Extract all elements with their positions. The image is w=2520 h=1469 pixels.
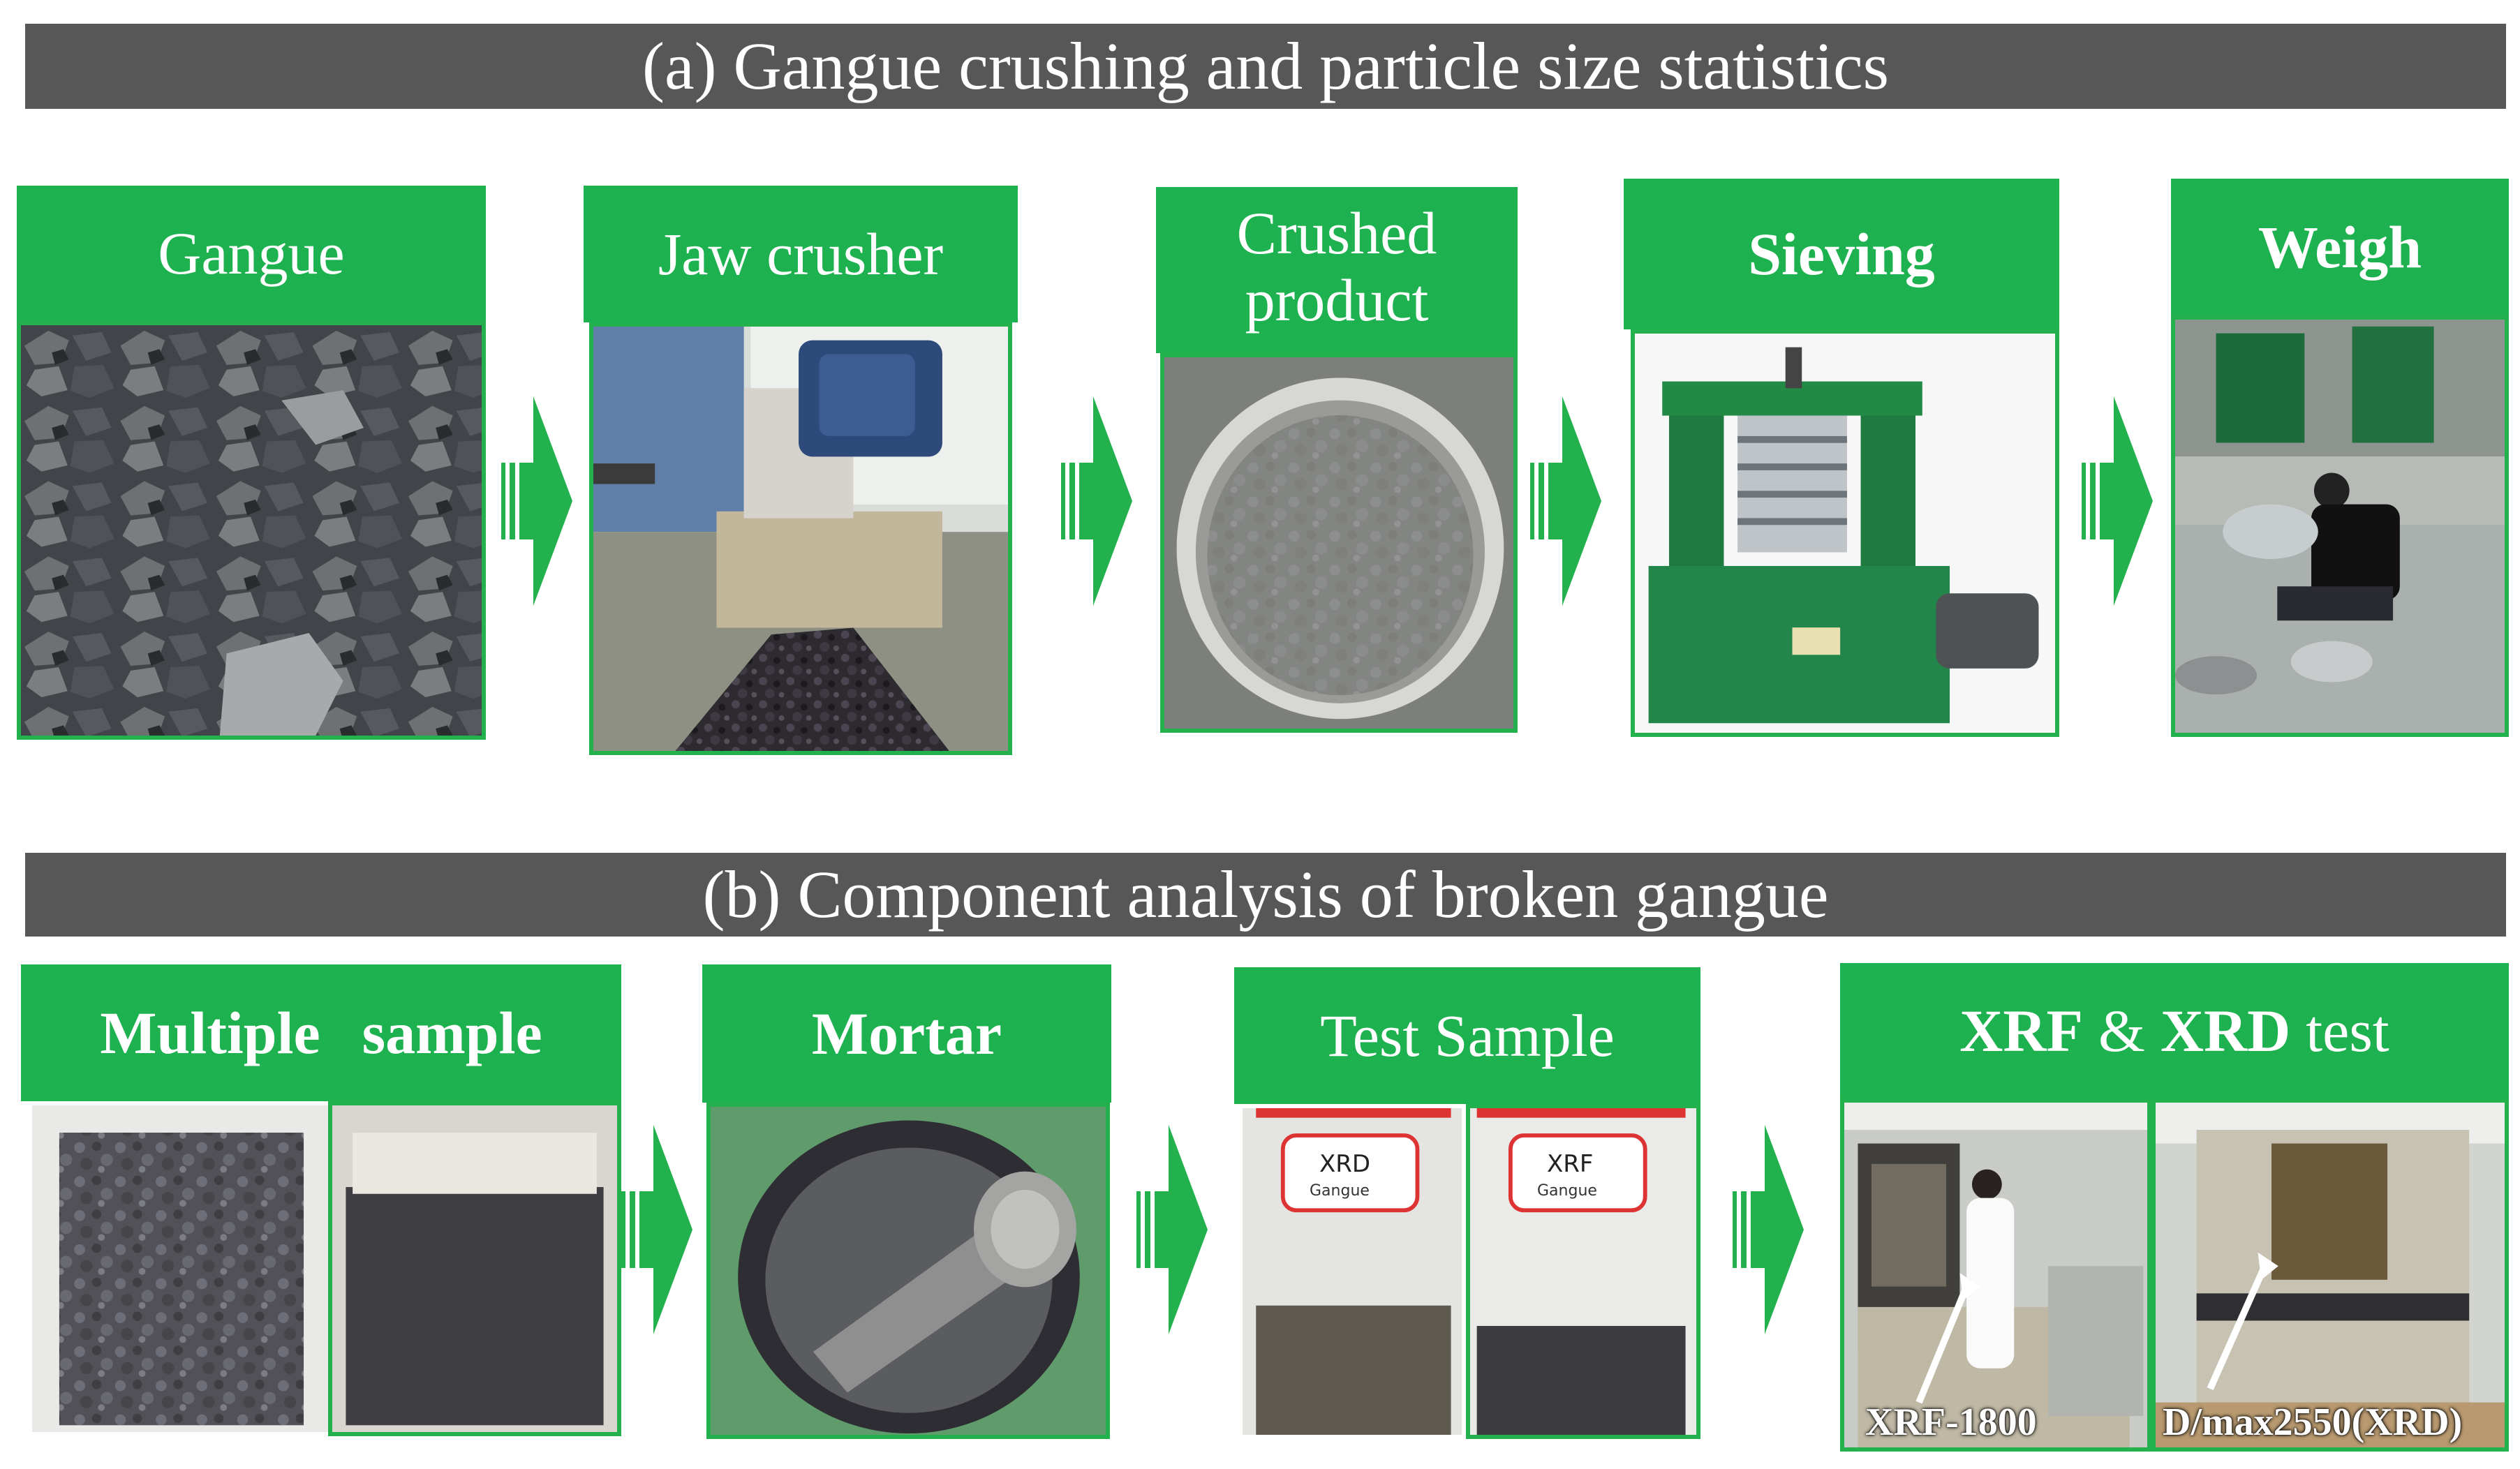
step-label: Mortar (702, 964, 1111, 1103)
label-xrd: XRD (2160, 997, 2291, 1064)
label-test: test (2306, 997, 2389, 1064)
xrd-caption: D/max2550(XRD) (2163, 1401, 2463, 1444)
label-amp: & (2098, 997, 2145, 1064)
arrow-right-icon (2082, 396, 2153, 606)
step-test-sample: Test Sample XRD Gangue XRF Gangue (1234, 967, 1700, 1439)
panel-a-title: (a) Gangue crushing and particle size st… (25, 24, 2506, 109)
step-label: Multiple sample (21, 964, 621, 1101)
sample-bag-photo (328, 1101, 621, 1436)
crushed-product-photo (1160, 353, 1518, 733)
xrf-instrument-photo: XRF-1800 (1840, 1098, 2151, 1452)
arrow-right-icon (621, 1125, 692, 1334)
panel-b-title: (b) Component analysis of broken gangue (25, 853, 2506, 937)
bag-label: XRD (1319, 1150, 1371, 1178)
arrow-right-icon (1733, 1125, 1804, 1334)
step-label: XRF & XRD test (1840, 963, 2509, 1098)
step-label: Sieving (1624, 179, 2059, 329)
step-label-line1: Crushed (1236, 199, 1437, 267)
sieving-photo (1631, 329, 2059, 737)
mortar-photo (706, 1103, 1110, 1439)
xrf-caption: XRF-1800 (1865, 1401, 2037, 1444)
step-label: Weigh (2171, 179, 2509, 315)
xrd-instrument-photo: D/max2550(XRD) (2151, 1098, 2509, 1452)
arrow-right-icon (1061, 396, 1132, 606)
step-crushed-product: Crushed product (1156, 187, 1518, 733)
bag-sublabel: Gangue (1310, 1182, 1370, 1200)
sample-bag-photo (28, 1101, 334, 1436)
step-gangue: Gangue (17, 186, 486, 744)
step-label-line2: product (1245, 267, 1429, 334)
step-label-word1: Multiple (100, 999, 320, 1066)
jaw-crusher-photo (589, 322, 1012, 755)
xrd-sample-bag-photo: XRD Gangue (1238, 1104, 1466, 1439)
weigh-photo (2171, 315, 2509, 737)
arrow-right-icon (1530, 396, 1601, 606)
step-label-word2: sample (362, 999, 542, 1066)
step-label: Test Sample (1234, 967, 1700, 1104)
xrf-sample-bag-photo: XRF Gangue (1466, 1104, 1700, 1439)
gangue-photo (17, 321, 486, 740)
step-label: Gangue (17, 186, 486, 321)
arrow-right-icon (501, 396, 572, 606)
bag-label: XRF (1547, 1150, 1594, 1178)
step-mortar: Mortar (702, 964, 1111, 1439)
step-jaw-crusher: Jaw crusher (584, 186, 1018, 759)
step-xrf-xrd-test: XRF & XRD test XRF-1800 (1840, 963, 2509, 1452)
step-multiple-sample: Multiple sample (21, 964, 621, 1436)
step-weigh: Weigh (2171, 179, 2509, 737)
step-label: Crushed product (1156, 187, 1518, 353)
bag-sublabel: Gangue (1537, 1182, 1597, 1200)
step-sieving: Sieving (1624, 179, 2059, 737)
label-xrf: XRF (1959, 997, 2084, 1064)
arrow-right-icon (1136, 1125, 1208, 1334)
step-label: Jaw crusher (584, 186, 1018, 322)
